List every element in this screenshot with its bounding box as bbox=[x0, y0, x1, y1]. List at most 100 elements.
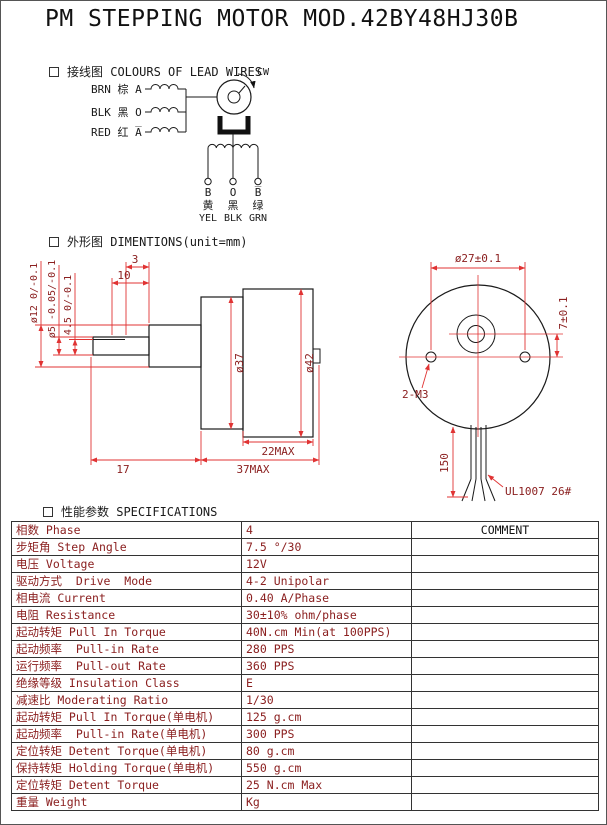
dim-dia5: ø5 -0.05/-0.1 bbox=[47, 260, 58, 338]
dim-37max: 37MAX bbox=[236, 463, 269, 476]
dim-dia12: ø12 0/-0.1 bbox=[29, 263, 40, 323]
lead-label-blk: BLK 黑 O bbox=[91, 106, 142, 119]
terminal-color-cn: 黑 bbox=[228, 199, 239, 212]
spec-value: 80 g.cm bbox=[241, 742, 412, 760]
spec-row: 运行频率 Pull-out Rate 360 PPS bbox=[11, 657, 599, 675]
section-heading-wiring: 接线图 COLOURS OF LEAD WIRES bbox=[49, 63, 262, 80]
section-heading-dimensions: 外形图 DIMENTIONS(unit=mm) bbox=[49, 233, 248, 250]
spec-param: 电阻 Resistance bbox=[11, 606, 242, 624]
dim-dia42: ø42 bbox=[303, 353, 316, 373]
spec-comment bbox=[411, 555, 599, 573]
dim-17: 17 bbox=[116, 463, 129, 476]
motor-symbol bbox=[216, 79, 252, 135]
spec-row: 步矩角 Step Angle 7.5 °/30 bbox=[11, 538, 599, 556]
dim-dia27: ø27±0.1 bbox=[455, 252, 501, 265]
spec-row: 起动频率 Pull-in Rate(单电机) 300 PPS bbox=[11, 725, 599, 743]
dim-2m3: 2-M3 bbox=[402, 388, 429, 401]
spec-comment bbox=[411, 572, 599, 590]
lead-label-brn: BRN 棕 A bbox=[91, 82, 142, 96]
side-view-dimensions bbox=[35, 261, 320, 465]
spec-comment bbox=[411, 538, 599, 556]
specs-table: 相数 Phase 4 COMMENT 步矩角 Step Angle 7.5 °/… bbox=[11, 521, 599, 811]
spec-row: 定位转矩 Detent Torque 25 N.cm Max bbox=[11, 776, 599, 794]
spec-comment: COMMENT bbox=[411, 521, 599, 539]
spec-row: 减速比 Moderating Ratio 1/30 bbox=[11, 691, 599, 709]
spec-comment bbox=[411, 657, 599, 675]
spec-value: 280 PPS bbox=[241, 640, 412, 658]
spec-row: 电阻 Resistance 30±10% ohm/phase bbox=[11, 606, 599, 624]
terminal-pin: B bbox=[205, 186, 212, 199]
spec-value: 300 PPS bbox=[241, 725, 412, 743]
spec-comment bbox=[411, 623, 599, 641]
spec-value: 550 g.cm bbox=[241, 759, 412, 777]
spec-param: 相电流 Current bbox=[11, 589, 242, 607]
side-view-outline bbox=[92, 288, 321, 438]
spec-value: E bbox=[241, 674, 412, 692]
dimension-drawings: 3 10 ø12 0/-0.1 ø5 -0.05/-0.1 4.5 0/-0.1… bbox=[29, 252, 572, 502]
rear-shaft-stub bbox=[312, 348, 321, 364]
spec-value: 7.5 °/30 bbox=[241, 538, 412, 556]
checkbox-icon bbox=[49, 236, 59, 247]
dim-4-5: 4.5 0/-0.1 bbox=[63, 275, 74, 335]
spec-param: 电压 Voltage bbox=[11, 555, 242, 573]
spec-param: 绝缘等级 Insulation Class bbox=[11, 674, 242, 692]
stator-yoke bbox=[217, 116, 251, 135]
dim-22max: 22MAX bbox=[261, 445, 294, 458]
lead-wires bbox=[461, 425, 496, 502]
terminal-color-en: GRN bbox=[249, 213, 267, 224]
spec-value: 4 bbox=[241, 521, 412, 539]
terminal-color-en: YEL bbox=[199, 213, 217, 224]
dim-10: 10 bbox=[117, 269, 130, 282]
dim-3: 3 bbox=[132, 253, 139, 266]
terminal-color-cn: 绿 bbox=[253, 198, 264, 212]
spec-value: 25 N.cm Max bbox=[241, 776, 412, 794]
wire-spec-label: UL1007 26# bbox=[505, 485, 572, 498]
spec-value: 360 PPS bbox=[241, 657, 412, 675]
spec-param: 减速比 Moderating Ratio bbox=[11, 691, 242, 709]
spec-comment bbox=[411, 742, 599, 760]
spec-comment bbox=[411, 640, 599, 658]
spec-row: 绝缘等级 Insulation Class E bbox=[11, 674, 599, 692]
spec-param: 定位转矩 Detent Torque(单电机) bbox=[11, 742, 242, 760]
lead-coil-symbols bbox=[145, 84, 217, 133]
spec-row: 起动转矩 Pull In Torque(单电机) 125 g.cm bbox=[11, 708, 599, 726]
bushing bbox=[148, 324, 202, 368]
spec-row: 起动频率 Pull-in Rate 280 PPS bbox=[11, 640, 599, 658]
spec-comment bbox=[411, 725, 599, 743]
lead-label-red: RED 红 A̅ bbox=[91, 126, 142, 139]
dim-7: 7±0.1 bbox=[557, 296, 570, 329]
spec-comment bbox=[411, 691, 599, 709]
spec-comment bbox=[411, 776, 599, 794]
spec-value: 12V bbox=[241, 555, 412, 573]
spec-comment bbox=[411, 606, 599, 624]
terminal-dot bbox=[229, 177, 237, 186]
spec-value: 1/30 bbox=[241, 691, 412, 709]
output-shaft bbox=[92, 336, 150, 356]
spec-param: 相数 Phase bbox=[11, 521, 242, 539]
spec-row: 驱动方式 Drive Mode 4-2 Unipolar bbox=[11, 572, 599, 590]
winding-symbol bbox=[204, 134, 262, 186]
spec-param: 运行频率 Pull-out Rate bbox=[11, 657, 242, 675]
spec-comment bbox=[411, 674, 599, 692]
cw-arrow-icon bbox=[237, 73, 256, 89]
dim-dia37: ø37 bbox=[233, 353, 246, 373]
spec-param: 起动转矩 Pull In Torque(单电机) bbox=[11, 708, 242, 726]
spec-param: 步矩角 Step Angle bbox=[11, 538, 242, 556]
spec-value: 40N.cm Min(at 100PPS) bbox=[241, 623, 412, 641]
cw-label: CW bbox=[257, 67, 270, 78]
spec-row: 起动转矩 Pull In Torque 40N.cm Min(at 100PPS… bbox=[11, 623, 599, 641]
specs-table-body: 相数 Phase 4 COMMENT 步矩角 Step Angle 7.5 °/… bbox=[11, 521, 599, 811]
spec-param: 起动频率 Pull-in Rate bbox=[11, 640, 242, 658]
wiring-diagram: BRN 棕 A BLK 黑 O RED 红 A̅ CW bbox=[91, 67, 270, 224]
spec-row: 电压 Voltage 12V bbox=[11, 555, 599, 573]
spec-row: 重量 Weight Kg bbox=[11, 793, 599, 811]
specs-heading-label: 性能参数 SPECIFICATIONS bbox=[61, 505, 218, 519]
spec-comment bbox=[411, 759, 599, 777]
spec-value: 30±10% ohm/phase bbox=[241, 606, 412, 624]
spec-param: 起动转矩 Pull In Torque bbox=[11, 623, 242, 641]
spec-value: 4-2 Unipolar bbox=[241, 572, 412, 590]
checkbox-icon bbox=[43, 506, 53, 517]
terminal-color-cn: 黄 bbox=[203, 198, 214, 212]
spec-row: 相电流 Current 0.40 A/Phase bbox=[11, 589, 599, 607]
